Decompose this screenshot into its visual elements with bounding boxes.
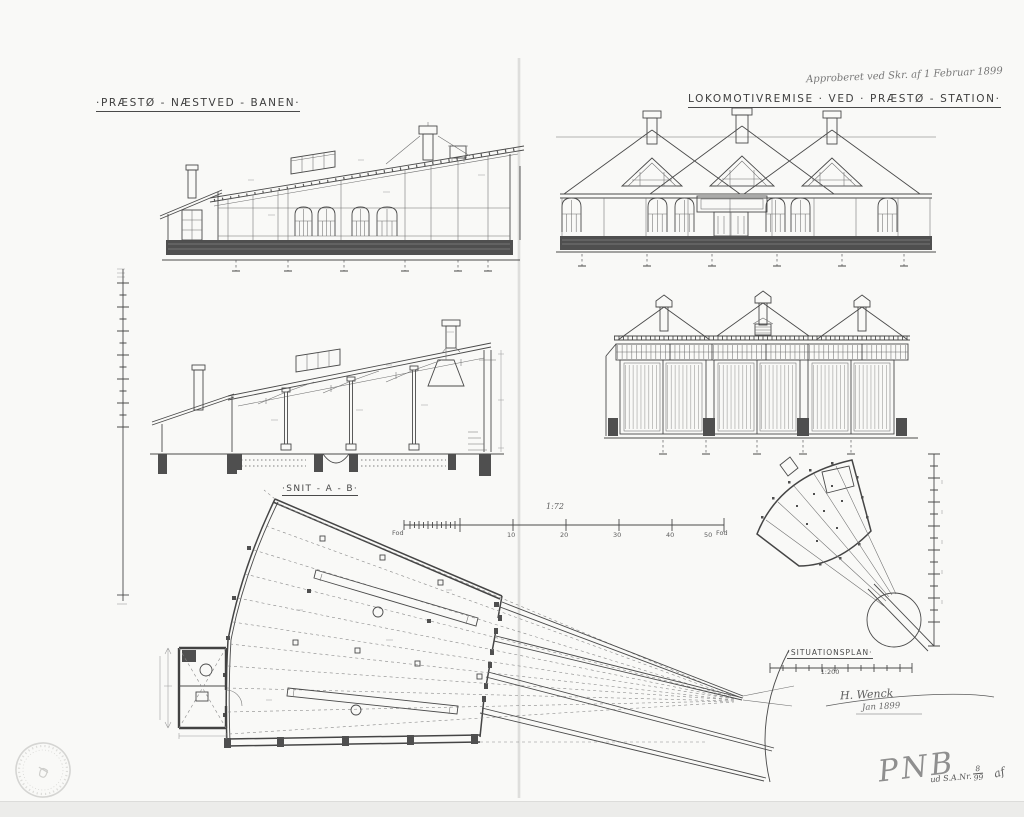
columns-and-truss — [257, 359, 462, 451]
piers-and-wing — [604, 343, 918, 439]
radiating-track-centerlines — [226, 503, 735, 735]
situation-scale-bar — [766, 660, 916, 676]
archive-initials: af — [992, 764, 1007, 781]
main-roof — [227, 342, 492, 407]
view-situation-plan — [752, 446, 947, 656]
turntable-pit-arc — [764, 649, 790, 783]
roof-vent-chimney — [385, 122, 471, 165]
arched-windows — [561, 197, 898, 232]
view-section-ab — [146, 319, 511, 490]
bottom-wall-piers — [224, 734, 478, 748]
inspection-pits — [234, 453, 456, 472]
engine-shed-outline — [756, 456, 872, 567]
vertical-scale-left — [103, 263, 139, 608]
view-front-elevation — [552, 107, 940, 270]
arched-windows — [294, 206, 398, 236]
view-gate-elevation — [600, 290, 945, 464]
scale-tick-10: 10 — [507, 531, 516, 539]
ground-and-base — [162, 240, 520, 261]
view-floor-plan — [146, 489, 796, 795]
view-side-elevation — [158, 120, 526, 275]
radiating-tracks — [765, 465, 897, 607]
title-railway-line: ·PRÆSTØ - NÆSTVED - BANEN· — [96, 97, 301, 112]
foundation-pier-lines — [659, 440, 855, 455]
scale-unit-right: Fod — [716, 529, 728, 537]
scan-edge — [0, 801, 1024, 817]
scale-label: 1:72 — [546, 502, 564, 511]
floor-plan-drawing — [159, 489, 795, 783]
situation-plan-drawing — [756, 456, 935, 652]
annex — [159, 164, 223, 241]
roof-unit-center — [649, 107, 835, 195]
wall-framing — [218, 154, 521, 240]
dimension-specks — [248, 159, 485, 216]
exit-tracks — [479, 601, 795, 782]
section-drawing — [150, 319, 504, 476]
right-wall — [468, 350, 496, 476]
scale-unit-left: Fod — [392, 529, 404, 537]
scale-tick-40: 40 — [666, 531, 675, 539]
fold-crease — [517, 58, 521, 798]
signature-block: H. Wenck Jan 1899 — [822, 687, 1002, 724]
main-roof — [209, 145, 525, 207]
scale-tick-20: 20 — [560, 531, 569, 539]
signature-flourish — [825, 693, 995, 715]
turntable — [866, 583, 935, 652]
foundation-pier-lines — [232, 260, 492, 272]
foundation-pier-lines — [578, 254, 908, 267]
situation-plan-caption: ·SITUATIONSPLAN· 1:200 — [770, 640, 890, 678]
building-walls — [225, 489, 706, 747]
lean-to — [151, 364, 237, 474]
archive-prefix: ud S.A.Nr. — [930, 771, 973, 785]
inspection-pits-plan — [286, 569, 479, 716]
stamp-icon — [15, 742, 71, 798]
cornice — [614, 335, 910, 341]
gate-elevation-drawing — [604, 290, 918, 455]
roof-unit-right — [743, 110, 921, 195]
glazed-transom-band — [615, 343, 909, 361]
outer-wall-buttresses — [223, 546, 251, 717]
base-and-ground — [556, 236, 936, 253]
side-elevation-drawing — [159, 122, 525, 272]
roof-unit-left — [563, 110, 741, 195]
clerestory-box — [290, 150, 336, 175]
title-drawing: LOKOMOTIVREMISE · VED · PRÆSTØ - STATION… — [688, 93, 1001, 108]
plan-dimension-lines — [159, 589, 452, 739]
archive-denominator: 99 — [973, 772, 984, 783]
situation-plan-scale: 1:200 — [820, 668, 840, 676]
scale-tick-50: 50 — [704, 531, 713, 539]
vertical-scale-right — [924, 450, 950, 650]
dimension-marks — [271, 331, 504, 452]
approval-note: Approberet ved Skr. af 1 Februar 1899 — [805, 65, 1003, 86]
annex-room-plan — [177, 646, 243, 730]
central-entrance — [696, 195, 768, 237]
scale-tick-30: 30 — [613, 531, 622, 539]
interior-columns — [292, 535, 499, 680]
main-scale-bar: 1:72 Fod 10 20 30 40 50 Fod — [392, 502, 732, 542]
situation-plan-label: ·SITUATIONSPLAN· — [787, 648, 873, 659]
section-label: ·SNIT - A - B· — [282, 484, 359, 496]
interior-column-dots — [796, 485, 843, 542]
roof-vent-and-hood — [427, 319, 465, 387]
front-elevation-drawing — [556, 107, 936, 267]
roof-peaks — [617, 290, 909, 341]
gate-doors — [619, 359, 895, 435]
embossed-stamp — [12, 738, 74, 802]
eaves-and-wall — [560, 193, 932, 236]
